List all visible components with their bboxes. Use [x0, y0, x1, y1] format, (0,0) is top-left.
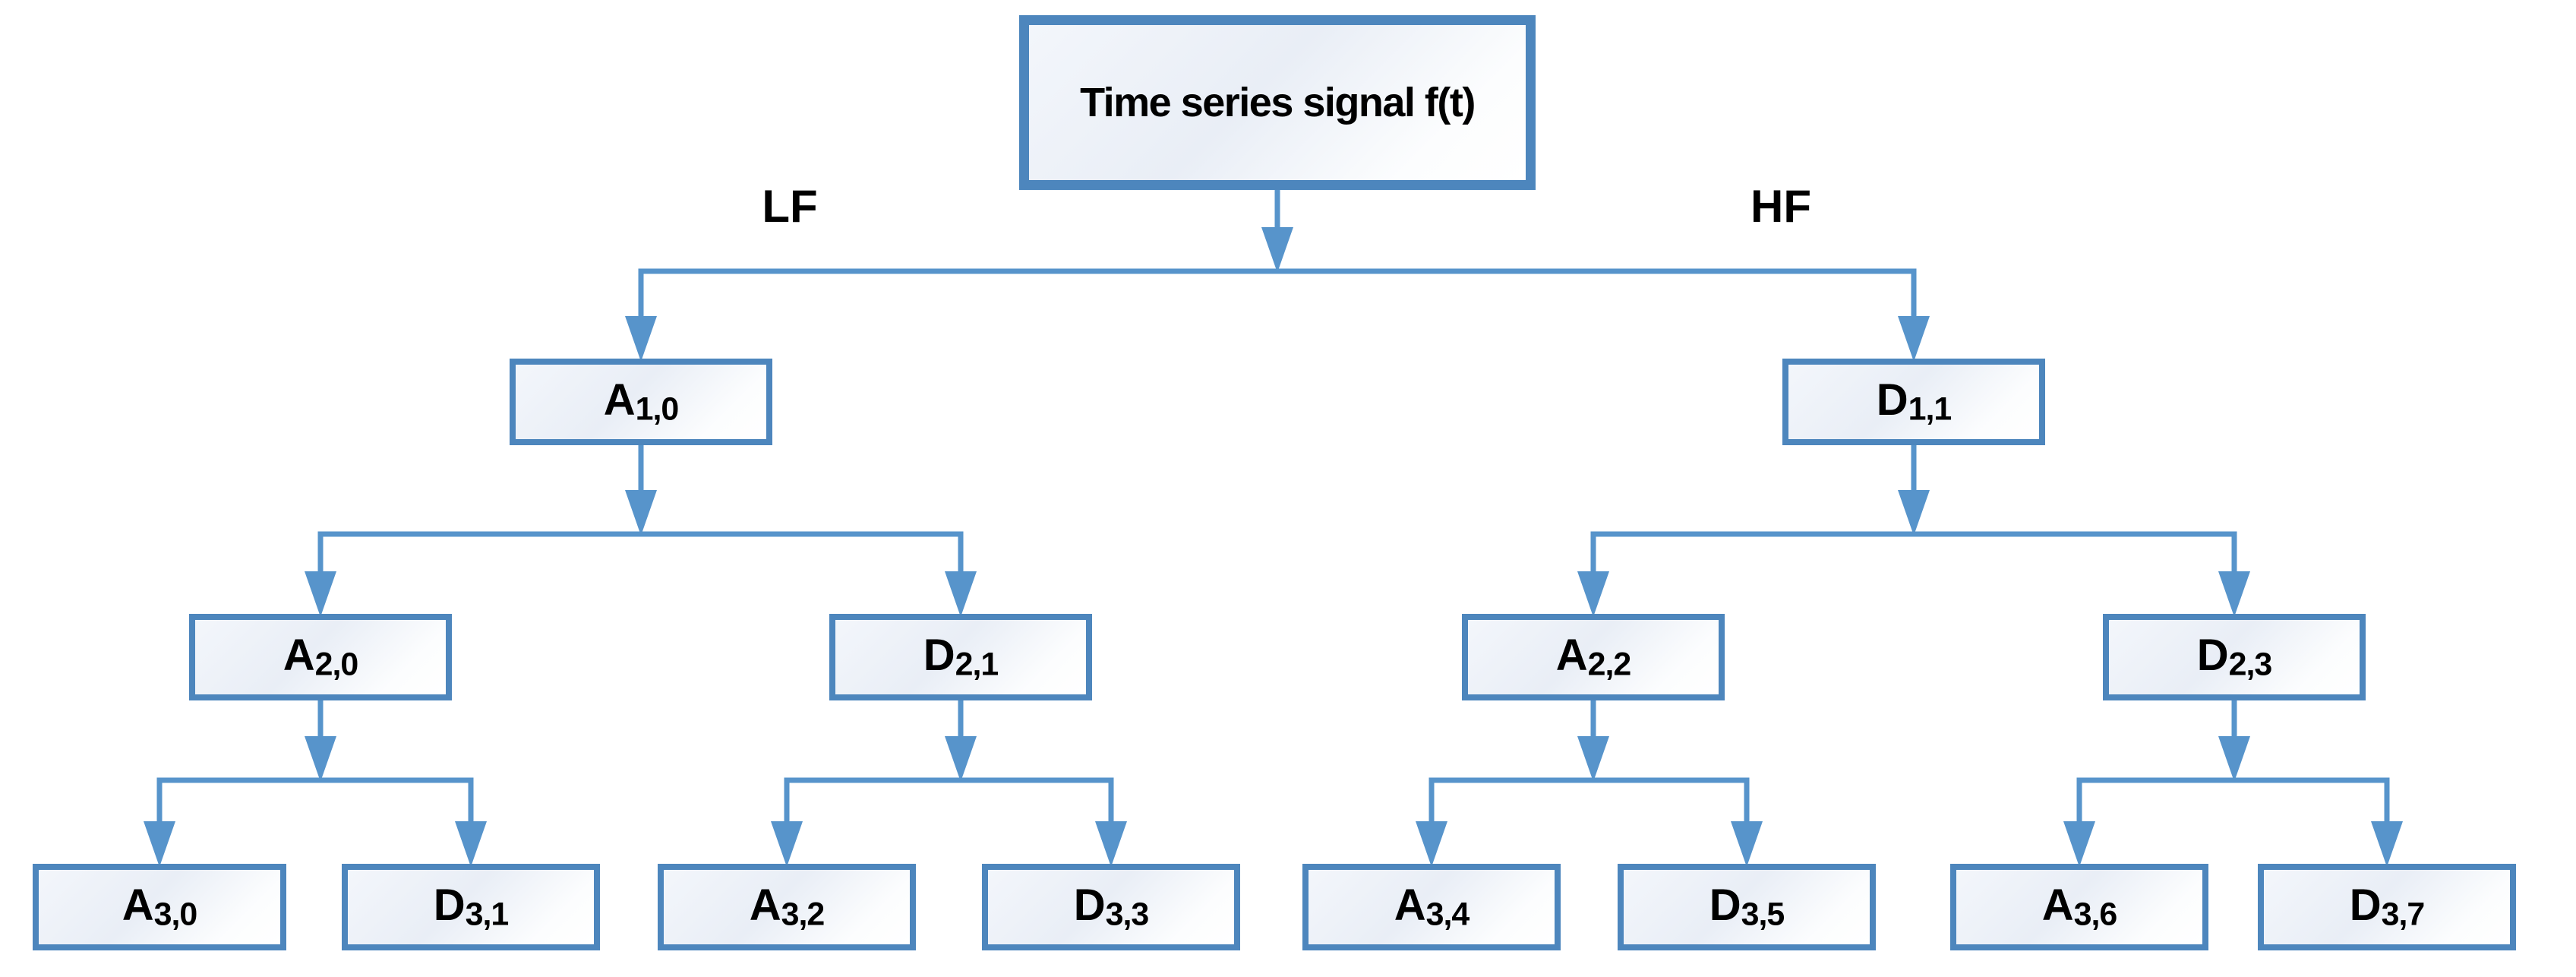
node-d35-label-sub: 3,5 [1741, 896, 1785, 933]
branch-label-lf: LF [762, 181, 818, 232]
arrowhead-icon [1898, 490, 1930, 536]
arrowhead-icon [305, 736, 336, 782]
node-d11-label-main: D [1876, 375, 1908, 425]
node-a34-label-sub: 3,4 [1425, 896, 1470, 933]
arrowhead-icon [2371, 821, 2403, 867]
node-d35-label-main: D [1709, 880, 1741, 930]
node-d11-label-sub: 1,1 [1908, 390, 1953, 428]
node-a22-box: A2,2 [1462, 614, 1725, 700]
node-a20-label-main: A [283, 630, 315, 680]
node-d31-box: D3,1 [342, 864, 600, 950]
node-d37-label: D3,7 [2349, 880, 2426, 933]
arrowhead-icon [1898, 316, 1930, 362]
arrowhead-icon [1577, 571, 1609, 617]
arrowhead-icon [1416, 821, 1447, 867]
node-root-box: Time series signal f(t) [1019, 15, 1536, 190]
node-a22-label: A2,2 [1555, 630, 1632, 683]
node-a30-box: A3,0 [33, 864, 286, 950]
node-a30-label-sub: 3,0 [153, 896, 198, 933]
node-a10-label-main: A [603, 375, 636, 425]
node-a20-label: A2,0 [283, 630, 359, 683]
node-d21-label-main: D [923, 630, 955, 680]
arrowhead-icon [2063, 821, 2095, 867]
node-a22-label-sub: 2,2 [1587, 646, 1632, 683]
node-d31-label-sub: 3,1 [465, 896, 510, 933]
node-d31-label: D3,1 [433, 880, 510, 933]
node-d33-label-sub: 3,3 [1105, 896, 1150, 933]
node-d23-label-main: D [2196, 630, 2229, 680]
node-a34-label-main: A [1394, 880, 1426, 930]
node-d31-label-main: D [433, 880, 466, 930]
arrowhead-icon [1577, 736, 1609, 782]
node-d37-label-main: D [2349, 880, 2382, 930]
node-d35-label: D3,5 [1709, 880, 1785, 933]
node-a36-label: A3,6 [2041, 880, 2118, 933]
node-a30-label: A3,0 [122, 880, 198, 933]
node-a36-label-sub: 3,6 [2073, 896, 2118, 933]
arrowhead-icon [144, 821, 175, 867]
node-d23-box: D2,3 [2103, 614, 2366, 700]
node-root-label: Time series signal f(t) [1080, 80, 1476, 125]
node-a10-label-sub: 1,0 [635, 390, 680, 428]
node-a20-label-sub: 2,0 [314, 646, 359, 683]
arrowhead-icon [305, 571, 336, 617]
branch-label-hf: HF [1750, 181, 1811, 232]
arrowhead-icon [2218, 736, 2250, 782]
node-a10-box: A1,0 [510, 359, 772, 445]
node-d35-box: D3,5 [1618, 864, 1876, 950]
node-d37-label-sub: 3,7 [2381, 896, 2426, 933]
arrowhead-icon [1731, 821, 1763, 867]
node-a30-label-main: A [122, 880, 154, 930]
node-d33-label: D3,3 [1073, 880, 1150, 933]
arrowhead-icon [2218, 571, 2250, 617]
node-a20-box: A2,0 [189, 614, 452, 700]
arrowhead-icon [1095, 821, 1127, 867]
node-d21-label: D2,1 [923, 630, 999, 683]
node-d21-box: D2,1 [829, 614, 1092, 700]
node-d23-label: D2,3 [2196, 630, 2273, 683]
node-d11-box: D1,1 [1782, 359, 2045, 445]
node-a32-box: A3,2 [658, 864, 916, 950]
arrowhead-icon [945, 571, 977, 617]
node-a10-label: A1,0 [603, 375, 680, 428]
arrowhead-icon [455, 821, 487, 867]
node-a32-label-main: A [749, 880, 781, 930]
node-d33-box: D3,3 [982, 864, 1240, 950]
node-a32-label-sub: 3,2 [781, 896, 826, 933]
node-a22-label-main: A [1555, 630, 1588, 680]
node-d21-label-sub: 2,1 [955, 646, 999, 683]
arrowhead-icon [625, 490, 657, 536]
arrowhead-icon [945, 736, 977, 782]
node-a36-label-main: A [2041, 880, 2074, 930]
node-d33-label-main: D [1073, 880, 1106, 930]
node-d37-box: D3,7 [2258, 864, 2516, 950]
node-d11-label: D1,1 [1876, 375, 1953, 428]
node-a36-box: A3,6 [1950, 864, 2208, 950]
node-a34-box: A3,4 [1302, 864, 1561, 950]
arrowhead-icon [625, 316, 657, 362]
node-d23-label-sub: 2,3 [2228, 646, 2273, 683]
node-a34-label: A3,4 [1394, 880, 1470, 933]
node-a32-label: A3,2 [749, 880, 826, 933]
arrowhead-icon [1261, 227, 1293, 273]
arrowhead-icon [771, 821, 803, 867]
